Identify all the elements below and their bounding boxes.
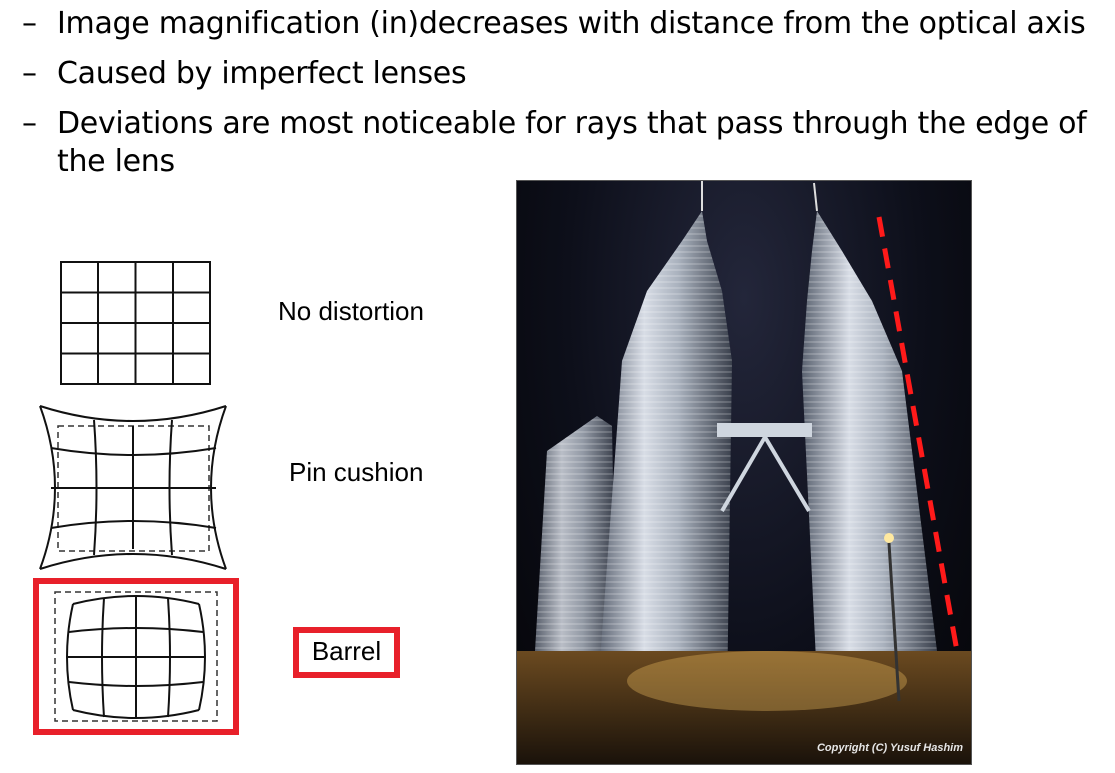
no-distortion-grid (60, 261, 211, 385)
twin-towers-photo: Copyright (C) Yusuf Hashim (516, 180, 972, 765)
bullet-marker: – (22, 106, 37, 141)
pincushion-label: Pin cushion (289, 457, 424, 487)
bullet-text: Deviations are most noticeable for rays … (57, 106, 1087, 179)
barrel-grid (33, 578, 239, 735)
bullet-marker: – (22, 6, 37, 41)
pincushion-grid (39, 405, 227, 570)
barrel-label: Barrel (293, 627, 400, 678)
no-distortion-label: No distortion (278, 296, 424, 326)
twin-towers-night-photo-icon (517, 181, 971, 764)
photo-copyright: Copyright (C) Yusuf Hashim (816, 742, 963, 754)
bullet-marker: – (22, 56, 37, 91)
bullet-text: Image magnification (in)decreases with d… (57, 6, 1086, 41)
bullet-text: Caused by imperfect lenses (57, 56, 467, 91)
